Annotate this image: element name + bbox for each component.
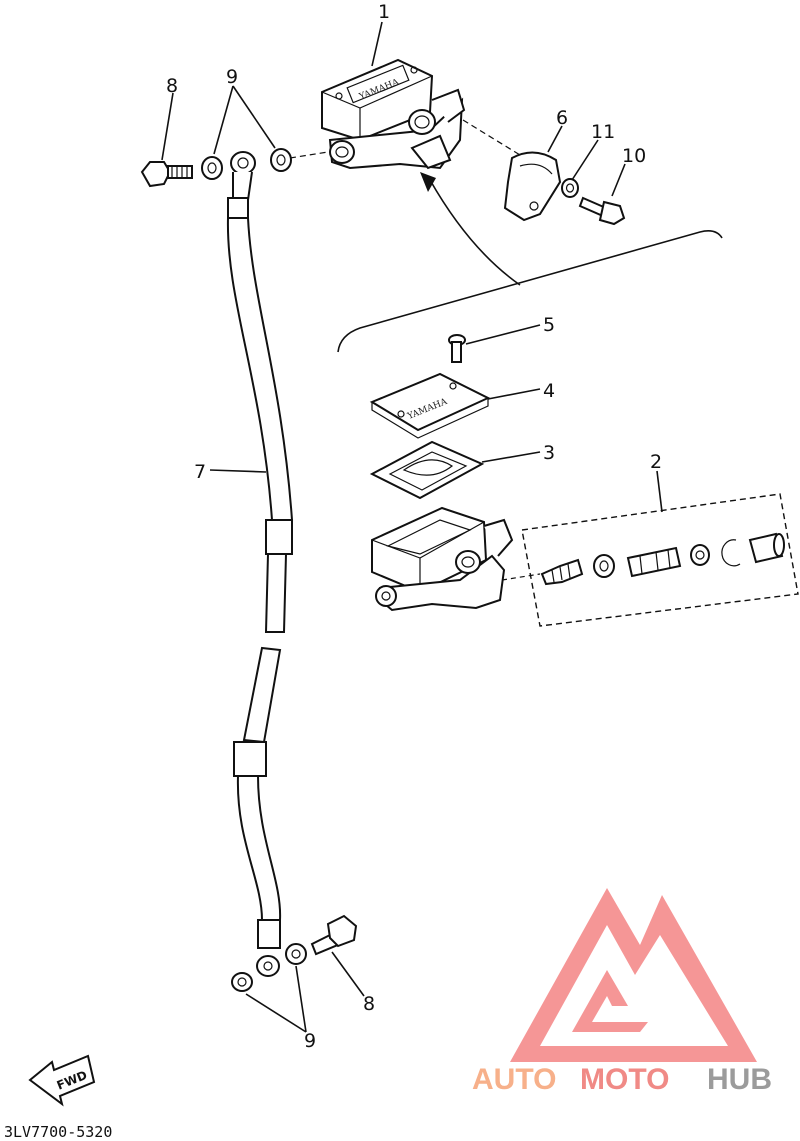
callout-8-bottom: 8: [363, 993, 375, 1015]
reservoir-cover-4: YAMAHA: [369, 372, 491, 439]
washer-11: [561, 178, 579, 198]
logo-text-moto: MOTO: [580, 1063, 669, 1096]
banjo-fitting-bottom: [256, 955, 280, 977]
seal-ring: [690, 544, 710, 566]
callout-7: 7: [194, 461, 206, 483]
bolt-10: [578, 196, 626, 226]
diaphragm-3: [369, 440, 485, 500]
spring: [540, 558, 584, 586]
piston-kit-box: [521, 493, 799, 627]
callout-9-bottom: 9: [304, 1030, 316, 1052]
piston: [626, 546, 682, 578]
callout-4: 4: [543, 380, 555, 402]
master-cylinder-assembly: YAMAHA: [321, 58, 466, 170]
logo-text-hub: HUB: [707, 1063, 772, 1096]
brake-hose: [226, 197, 294, 949]
banjo-fitting-top: [230, 151, 256, 201]
dash-line: [462, 119, 521, 156]
leader-lines: [161, 21, 663, 1033]
fwd-arrow-icon: [28, 1054, 96, 1107]
callout-8-top: 8: [166, 75, 178, 97]
washer-bottom-right: [285, 943, 307, 965]
master-cylinder-body: [371, 506, 514, 612]
holder-clamp: [503, 151, 562, 222]
callout-6: 6: [556, 107, 568, 129]
logo-text-auto: AUTO: [472, 1063, 556, 1096]
dash-line: [501, 573, 541, 581]
dust-boot: [748, 532, 785, 564]
cup-seal: [593, 554, 615, 578]
screw-5: [448, 334, 466, 363]
washer-top-right: [270, 148, 292, 172]
automotohub-logo: [510, 888, 757, 1062]
detail-arrow: [337, 172, 723, 353]
callout-11: 11: [591, 121, 615, 143]
part-code: 3LV7700-5320: [4, 1123, 112, 1141]
circlip: [721, 539, 741, 567]
callout-10: 10: [622, 145, 646, 167]
washer-bottom-left: [231, 972, 253, 992]
callout-5: 5: [543, 314, 555, 336]
callout-9-top: 9: [226, 66, 238, 88]
callout-1: 1: [378, 1, 390, 23]
callout-2: 2: [650, 451, 662, 473]
washer-top-left: [201, 156, 223, 180]
dash-line: [289, 151, 329, 159]
union-bolt-bottom: [310, 914, 358, 956]
union-bolt-top: [140, 161, 193, 188]
callout-3: 3: [543, 442, 555, 464]
